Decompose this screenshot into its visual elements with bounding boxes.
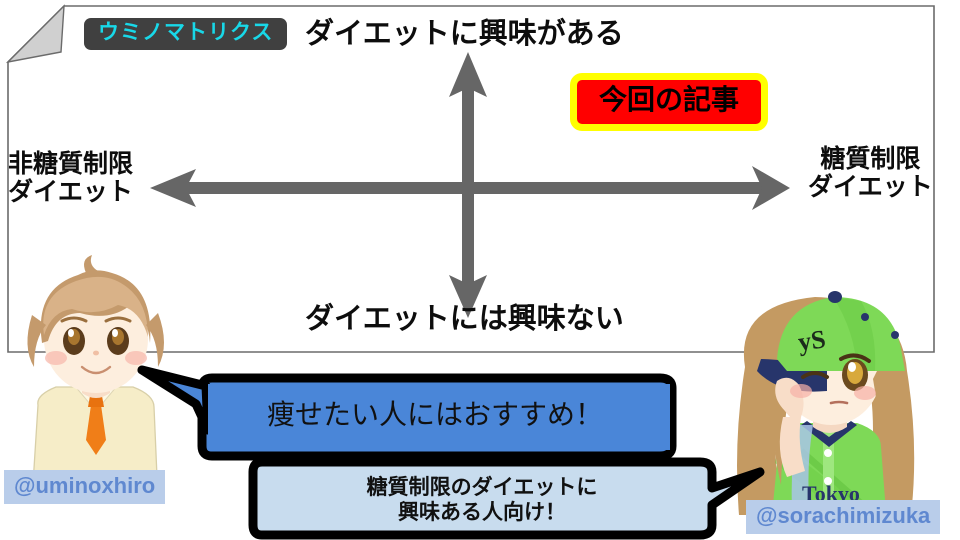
axis-label-left-line1: 非糖質制限 xyxy=(8,150,134,178)
axis-label-right: 糖質制限 ダイエット xyxy=(808,145,933,201)
axis-label-right-line2: ダイエット xyxy=(808,173,933,201)
axis-label-bottom: ダイエットには興味ない xyxy=(305,303,624,335)
axis-label-left-line2: ダイエット xyxy=(8,178,133,206)
bubble-primary-shape xyxy=(137,365,677,461)
bubble-secondary-text: 糖質制限のダイエットに 興味ある人向け！ xyxy=(366,476,598,524)
svg-text:yS: yS xyxy=(796,324,827,357)
handle-right: @sorachimizuka xyxy=(746,500,941,535)
axis-label-top: ダイエットに興味がある xyxy=(305,18,624,50)
axis-label-left: 非糖質制限 ダイエット xyxy=(8,150,133,206)
current-article-badge: 今回の記事 xyxy=(570,73,769,131)
axis-label-right-line1: 糖質制限 xyxy=(820,145,921,173)
handle-left: @uminoxhiro xyxy=(4,470,166,505)
bubble-secondary-shape xyxy=(248,457,765,540)
matrix-title-badge: ウミノマトリクス xyxy=(84,18,288,51)
bubble-primary-text: 痩せたい人にはおすすめ！ xyxy=(266,399,603,430)
